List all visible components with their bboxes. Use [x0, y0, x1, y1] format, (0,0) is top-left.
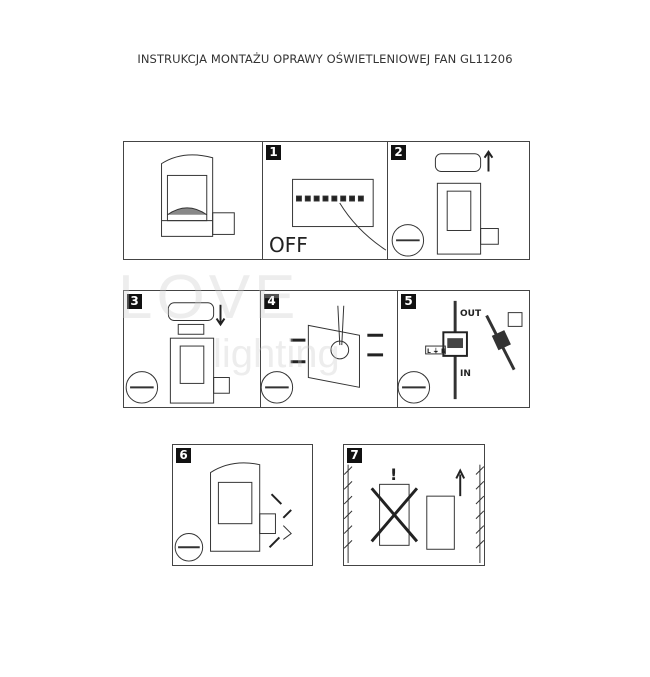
panel-step-6: 6 [172, 444, 313, 566]
screwdriver-icon [391, 224, 425, 257]
step-number: 6 [176, 448, 191, 463]
panel-step-4: 4 [260, 290, 398, 408]
panel-step-1: 1 OFF [262, 141, 388, 260]
step-number: 5 [401, 294, 416, 309]
remove-cover-illustration [391, 150, 499, 257]
step-number: 7 [347, 448, 362, 463]
mount-lamp-illustration [174, 462, 292, 562]
step-number: 3 [127, 294, 142, 309]
panel-step-2: 2 [387, 141, 530, 260]
panel-step-3: 3 [123, 290, 261, 408]
screwdriver-icon [398, 371, 431, 404]
cross-icon [370, 487, 419, 543]
wiring-illustration [398, 300, 523, 404]
off-label: OFF [269, 233, 308, 257]
screwdriver-icon [261, 371, 294, 404]
document-title: INSTRUKCJA MONTAŻU OPRAWY OŚWIETLENIOWEJ… [137, 52, 513, 66]
lamp-illustration [161, 154, 235, 237]
panel-product-overview [123, 141, 263, 260]
step-number: 4 [264, 294, 279, 309]
screwdriver-icon [174, 533, 204, 562]
screwdriver-icon [125, 371, 159, 404]
replace-bulb-illustration [125, 302, 230, 404]
out-label: OUT [460, 309, 482, 319]
in-label: IN [460, 369, 471, 379]
step-number: 1 [266, 145, 281, 160]
terminal-label: L ⏚ N [427, 348, 447, 355]
orientation-illustration [344, 464, 484, 564]
panel-step-5: 5 OUT IN L ⏚ N [397, 290, 530, 408]
step-number: 2 [391, 145, 406, 160]
wall-mount-illustration [261, 305, 384, 404]
warning-mark: ! [390, 465, 398, 484]
arrow-up-icon [455, 468, 466, 497]
circuit-breaker-illustration [292, 178, 387, 251]
panel-step-7: 7 ! [343, 444, 485, 566]
